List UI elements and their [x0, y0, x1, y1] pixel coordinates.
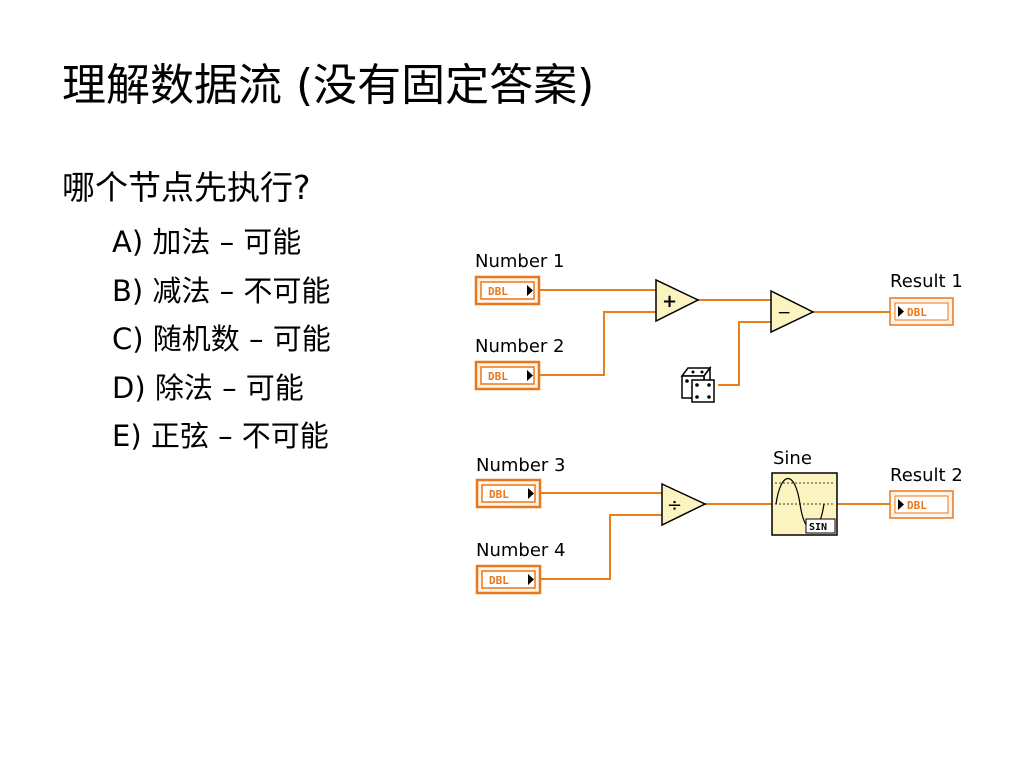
number4-label: Number 4: [476, 540, 565, 561]
option-c: C) 随机数 – 可能: [112, 322, 331, 356]
wire-n4-div: [540, 514, 662, 580]
number2-terminal[interactable]: DBL: [474, 360, 541, 391]
number4-type: DBL: [489, 574, 509, 587]
option-b: B) 减法 – 不可能: [112, 273, 331, 308]
result1-label: Result 1: [890, 271, 963, 292]
number1-label: Number 1: [475, 251, 564, 272]
sine-label: Sine: [773, 448, 812, 469]
divide-operator: ÷: [667, 495, 682, 516]
number3-terminal[interactable]: DBL: [475, 478, 542, 509]
wires-top: [539, 289, 890, 386]
number2-type: DBL: [488, 370, 508, 383]
divide-node[interactable]: ÷: [661, 482, 707, 527]
subtract-operator: −: [777, 303, 791, 323]
dice-icon[interactable]: [680, 365, 715, 403]
wires-bottom: [540, 492, 890, 580]
number1-terminal[interactable]: DBL: [474, 275, 541, 306]
sine-badge: SIN: [809, 522, 827, 533]
subtract-node[interactable]: −: [770, 289, 815, 334]
number4-terminal[interactable]: DBL: [475, 564, 542, 595]
wire-n2-add: [539, 311, 656, 376]
number2-label: Number 2: [475, 336, 564, 357]
option-a: A) 加法 – 可能: [112, 225, 302, 259]
sine-node[interactable]: SIN: [771, 472, 838, 536]
number3-label: Number 3: [476, 455, 565, 476]
option-e: E) 正弦 – 不可能: [112, 419, 329, 453]
result2-type: DBL: [907, 499, 927, 512]
result1-indicator: DBL: [889, 297, 954, 326]
result2-indicator: DBL: [889, 490, 954, 519]
question-text: 哪个节点先执行?: [62, 168, 311, 207]
add-node[interactable]: +: [655, 278, 700, 323]
result2-label: Result 2: [890, 465, 963, 486]
result1-type: DBL: [907, 306, 927, 319]
slide-title: 理解数据流 (没有固定答案): [62, 60, 595, 111]
add-operator: +: [662, 291, 677, 312]
number1-type: DBL: [488, 285, 508, 298]
option-d: D) 除法 – 可能: [112, 370, 304, 405]
answer-options: A) 加法 – 可能 B) 减法 – 不可能 C) 随机数 – 可能 D) 除法…: [112, 222, 331, 465]
number3-type: DBL: [489, 488, 509, 501]
wire-rand-sub: [718, 321, 771, 386]
